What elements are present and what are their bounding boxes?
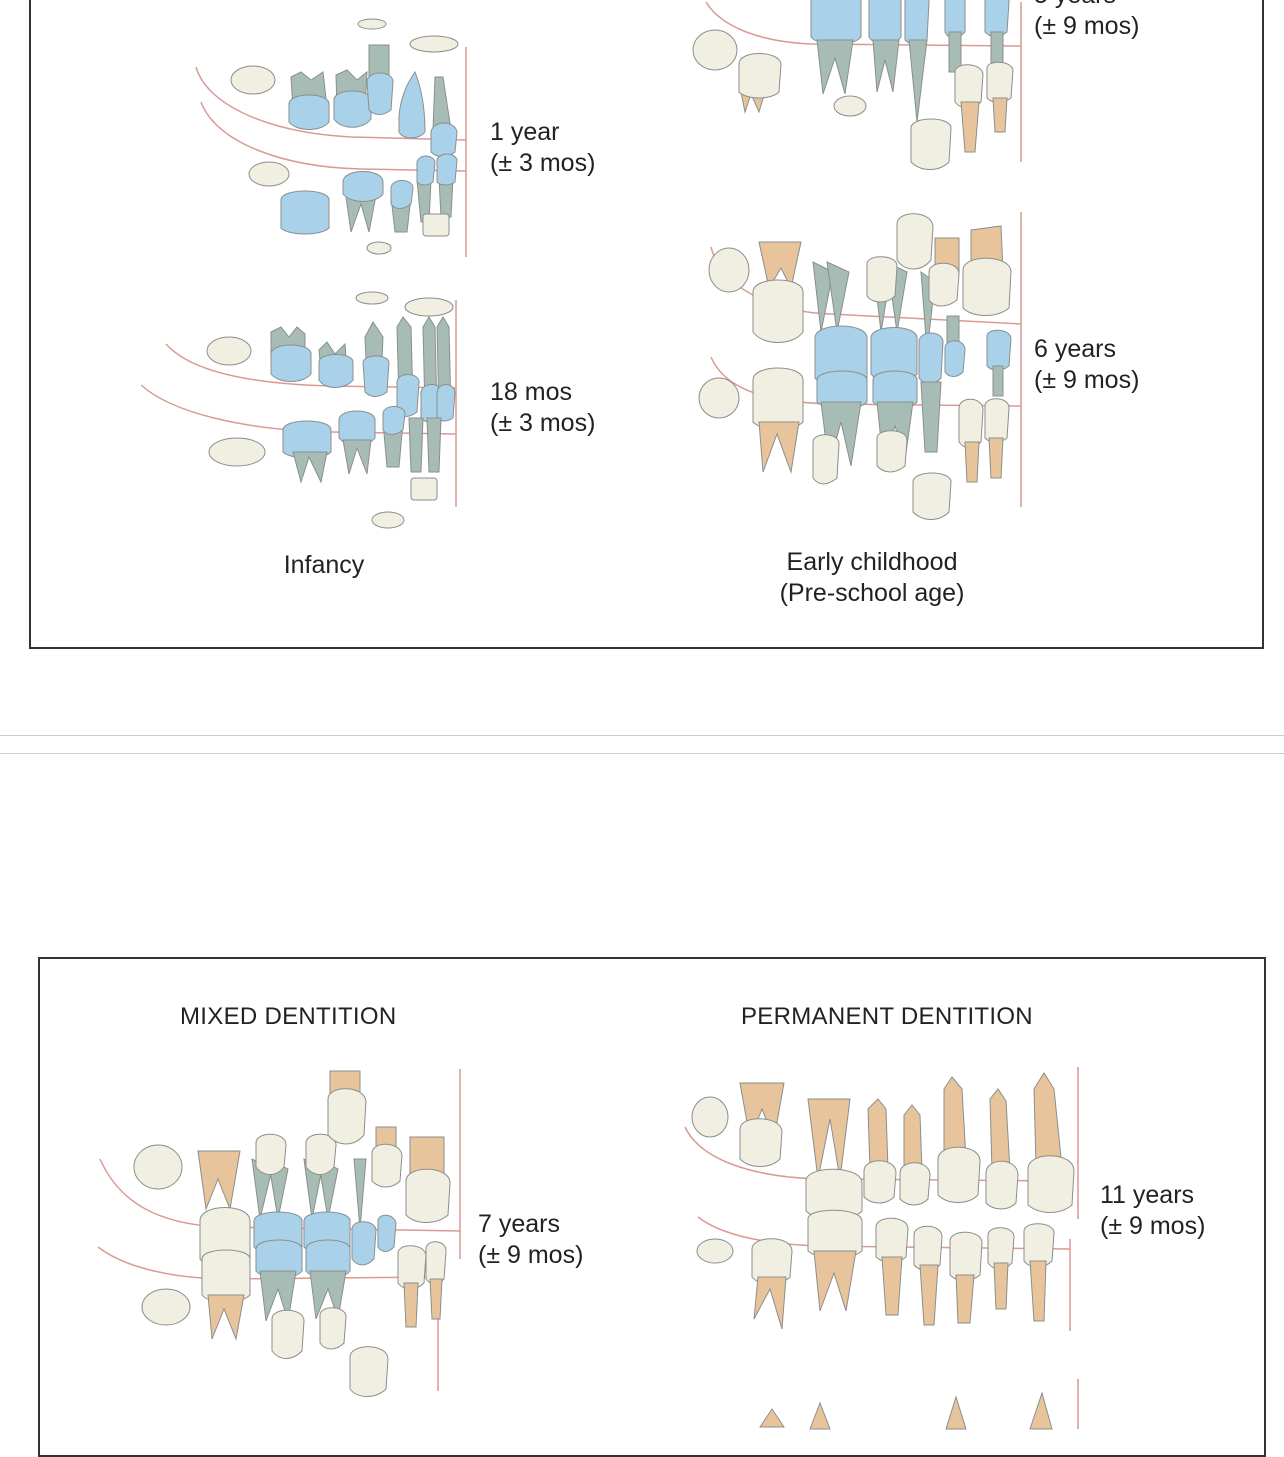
stage-label-18-mos: 18 mos(± 3 mos) xyxy=(490,378,596,437)
caption-infancy: Infancy xyxy=(283,551,365,579)
caption-early-childhood: Early childhood(Pre-school age) xyxy=(779,548,965,607)
header-permanent-dentition: PERMANENT DENTITION xyxy=(741,1003,1033,1030)
stage-label-11-years: 11 years(± 9 mos) xyxy=(1100,1181,1206,1240)
dentition-11-years xyxy=(684,1067,1079,1430)
stage-label-5-years: 5 years(± 9 mos) xyxy=(1034,0,1140,40)
stage-label-1-year: 1 year(± 3 mos) xyxy=(490,118,596,177)
section-divider-top xyxy=(0,735,1284,736)
stage-label-6-years: 6 years(± 9 mos) xyxy=(1034,335,1140,394)
top-panel: 5 years(± 9 mos) 1 year(± 3 mos) 18 mos(… xyxy=(29,0,1264,649)
header-mixed-dentition: MIXED DENTITION xyxy=(180,1003,397,1030)
bottom-illustration xyxy=(97,1067,1079,1430)
dentition-6-years xyxy=(698,212,1022,520)
section-divider-bottom xyxy=(0,753,1284,754)
dentition-1-year xyxy=(195,18,467,257)
dentition-18-mos xyxy=(140,291,457,529)
stage-label-7-years: 7 years(± 9 mos) xyxy=(478,1210,584,1269)
dentition-5-years xyxy=(692,0,1022,170)
dentition-7-years xyxy=(97,1069,461,1397)
bottom-panel: MIXED DENTITION PERMANENT DENTITION xyxy=(38,957,1266,1457)
top-illustration xyxy=(140,0,1022,529)
